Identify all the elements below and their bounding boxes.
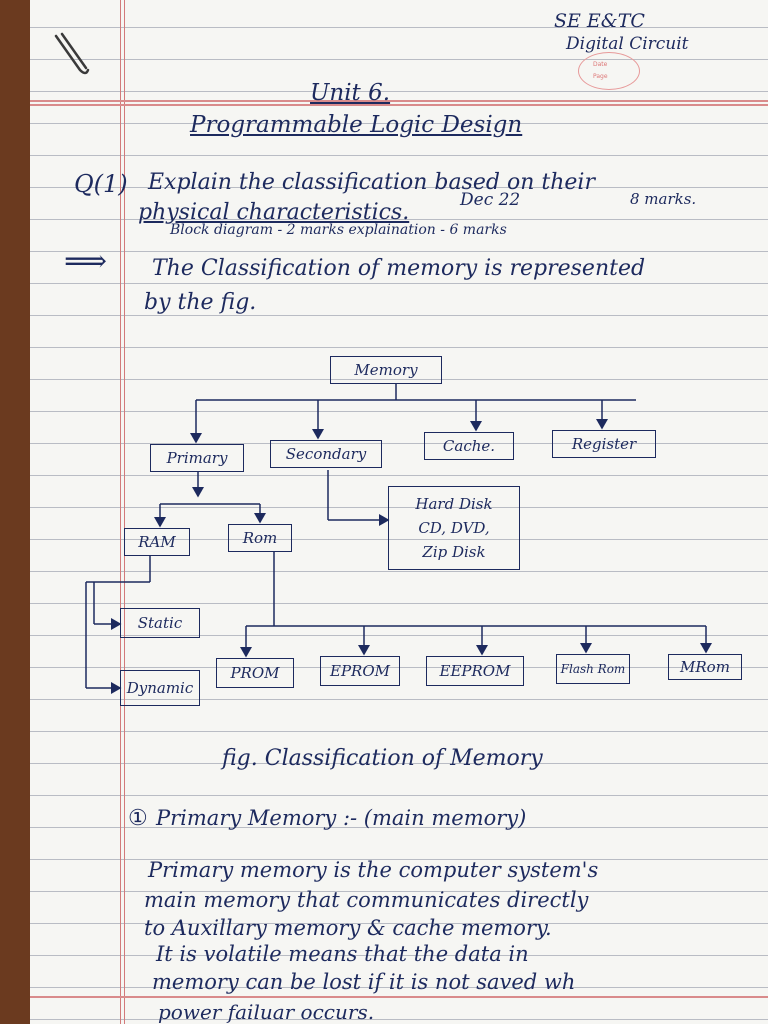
node-static: Static (120, 608, 200, 638)
margin-line-left-inner (124, 0, 125, 1024)
storage-hard-disk: Hard Disk (415, 495, 493, 513)
answer-line2: by the fig. (144, 290, 257, 315)
storage-cd-dvd: CD, DVD, (418, 519, 490, 537)
node-primary: Primary (150, 444, 244, 472)
stamp-date-label: Date (593, 61, 608, 68)
notebook-page: Date Page SE E&TC Digital Circuit Unit 6… (30, 0, 768, 1024)
node-eprom: EPROM (320, 656, 400, 686)
question-marks: 8 marks. (630, 190, 697, 208)
unit-title: Unit 6. (310, 80, 391, 106)
section-number: ① (128, 806, 148, 831)
bottom-rule (30, 996, 768, 998)
question-number: Q(1) (74, 170, 128, 198)
storage-zip-disk: Zip Disk (422, 543, 486, 561)
node-dynamic: Dynamic (120, 670, 200, 706)
course-label: SE E&TC (554, 10, 645, 32)
page-stamp: Date Page (578, 52, 640, 90)
node-cache: Cache. (424, 432, 514, 460)
memory-diagram-connectors (85, 384, 712, 694)
section-heading: Primary Memory :- (main memory) (156, 806, 527, 830)
node-memory: Memory (330, 356, 442, 384)
paper-clip-icon (54, 32, 90, 75)
top-rule-2 (30, 104, 768, 106)
figure-caption: fig. Classification of Memory (222, 746, 543, 771)
node-rom: Rom (228, 524, 292, 552)
question-marks-breakdown: Block diagram - 2 marks explaination - 6… (170, 222, 507, 238)
answer-line1: The Classification of memory is represen… (152, 256, 646, 281)
topic-title: Programmable Logic Design (190, 112, 523, 138)
body-line-4: It is volatile means that the data in (156, 942, 529, 966)
body-line-2: main memory that communicates directly (144, 888, 589, 912)
answer-arrow-icon: ⟹ (64, 244, 108, 279)
node-register: Register (552, 430, 656, 458)
body-line-3: to Auxillary memory & cache memory. (144, 916, 552, 940)
margin-line-left (120, 0, 121, 1024)
body-line-5: memory can be lost if it is not saved wh (152, 970, 576, 994)
question-exam: Dec 22 (460, 190, 521, 210)
stamp-page-label: Page (593, 73, 608, 80)
node-secondary-storage: Hard Disk CD, DVD, Zip Disk (388, 486, 520, 570)
question-line2: physical characteristics. (138, 200, 410, 225)
question-line1: Explain the classification based on thei… (148, 170, 595, 195)
node-flash-rom: Flash Rom (556, 654, 630, 684)
node-secondary: Secondary (270, 440, 382, 468)
body-line-6: power failuar occurs. (158, 1000, 375, 1024)
node-ram: RAM (124, 528, 190, 556)
node-prom: PROM (216, 658, 294, 688)
node-mrom: MRom (668, 654, 742, 680)
body-line-1: Primary memory is the computer system's (148, 858, 599, 882)
node-eeprom: EEPROM (426, 656, 524, 686)
top-rule (30, 100, 768, 102)
subject-label: Digital Circuit (566, 34, 689, 54)
